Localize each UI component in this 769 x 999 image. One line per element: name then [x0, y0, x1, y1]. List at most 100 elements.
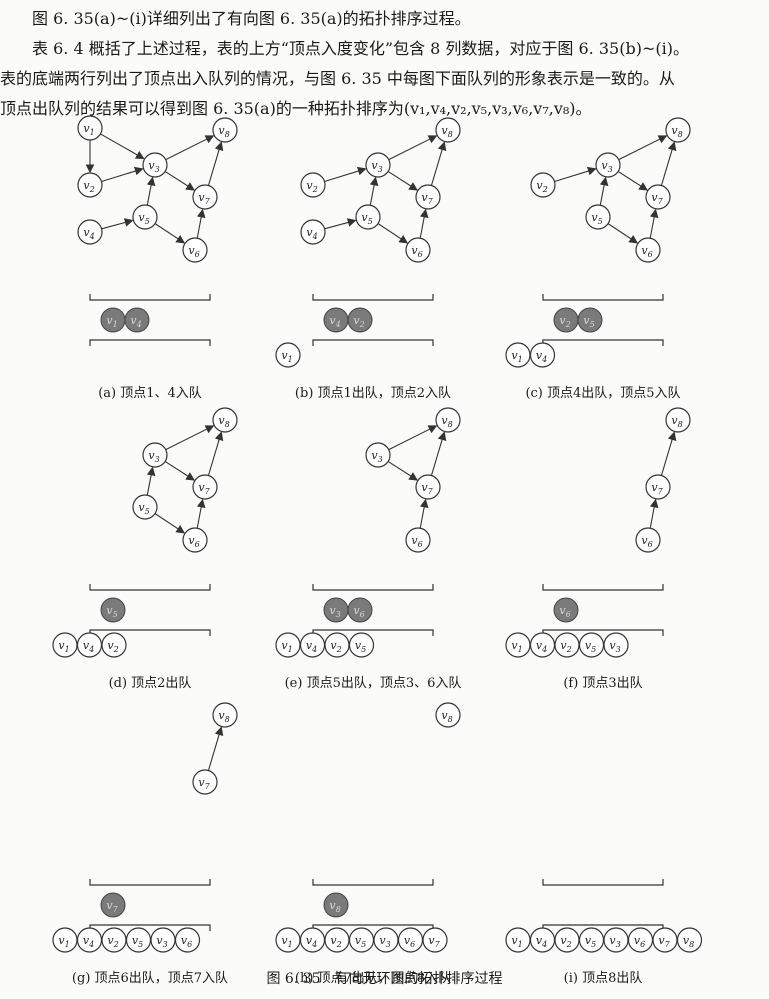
- edge-7-8: [207, 141, 224, 186]
- edge-7-8: [430, 141, 447, 186]
- vertex-node: [355, 204, 381, 230]
- vertex-label: v3: [371, 159, 382, 174]
- queue-top-bracket: [89, 294, 211, 301]
- edge-7-8: [207, 431, 224, 476]
- output-item-label: v2: [107, 639, 118, 654]
- vertex-node: [645, 184, 671, 210]
- vertex-node: [132, 204, 158, 230]
- output-item-label: v4: [83, 639, 94, 654]
- vertex-node: [415, 474, 441, 500]
- output-item-label: v1: [511, 349, 522, 364]
- vertex-label: v5: [138, 501, 149, 516]
- panel-caption: (i) 顶点8出队: [563, 971, 643, 986]
- queue-top-bracket: [89, 879, 211, 886]
- vertex-node: [212, 407, 238, 433]
- edge-3-8: [618, 135, 668, 161]
- vertex-label: v3: [148, 159, 159, 174]
- edge-6-7: [649, 208, 659, 239]
- queue-top-bracket: [89, 584, 211, 591]
- queue-item-label: v6: [559, 604, 570, 619]
- vertex-node: [635, 527, 661, 553]
- edge-3-8: [388, 135, 438, 161]
- vertex-label: v8: [671, 414, 682, 429]
- vertex-label: v8: [218, 709, 229, 724]
- output-item-label: v8: [683, 934, 694, 949]
- vertex-node: [415, 184, 441, 210]
- vertex-node: [530, 172, 556, 198]
- output-item-label: v2: [107, 934, 118, 949]
- vertex-node: [77, 115, 103, 141]
- vertex-label: v6: [641, 534, 652, 549]
- queue-item-label: v2: [353, 314, 364, 329]
- edge-5-3: [369, 176, 379, 206]
- vertex-label: v8: [441, 709, 452, 724]
- output-item: [101, 632, 127, 658]
- edge-7-8: [430, 431, 447, 476]
- output-item-label: v5: [355, 934, 366, 949]
- vertex-node: [192, 474, 218, 500]
- vertex-label: v2: [536, 179, 547, 194]
- output-item: [529, 342, 556, 368]
- queue-item: [100, 597, 126, 623]
- vertex-node: [77, 172, 103, 198]
- vertex-label: v3: [371, 449, 382, 464]
- edge-3-7: [164, 171, 195, 191]
- queue-item-label: v5: [106, 604, 117, 619]
- queue-top-bracket: [312, 294, 434, 301]
- vertex-label: v6: [188, 244, 199, 259]
- text-line-2: 表 6. 4 概括了上述过程，表的上方“顶点入度变化”包含 8 列数据，对应于图…: [32, 39, 689, 58]
- output-item: [348, 632, 375, 658]
- edge-6-7: [419, 208, 429, 239]
- output-item-label: v3: [156, 934, 167, 949]
- vertex-node: [182, 237, 208, 263]
- vertex-label: v4: [306, 226, 317, 241]
- queue-item-label: v2: [559, 314, 570, 329]
- queue-item-label: v1: [106, 314, 117, 329]
- panel-caption: (h) 顶点7出队，顶点8入队: [294, 971, 452, 986]
- queue-top-bracket: [312, 879, 434, 886]
- queue-item: [347, 307, 373, 333]
- panel-caption: (b) 顶点1出队，顶点2入队: [294, 386, 452, 401]
- queue-item: [124, 307, 150, 333]
- output-item: [603, 632, 629, 658]
- vertex-node: [365, 442, 391, 468]
- output-item-label: v6: [181, 934, 192, 949]
- output-item-label: v1: [281, 934, 292, 949]
- queue-item: [553, 597, 579, 623]
- queue-bottom-bracket: [542, 339, 664, 346]
- edge-2-3: [554, 166, 597, 182]
- edge-3-7: [617, 171, 648, 191]
- vertex-label: v4: [83, 226, 94, 241]
- edge-7-8: [660, 431, 677, 476]
- output-item-label: v4: [306, 639, 317, 654]
- vertex-node: [132, 494, 158, 520]
- queue-item-label: v4: [329, 314, 340, 329]
- vertex-label: v5: [591, 211, 602, 226]
- output-item-label: v4: [306, 934, 317, 949]
- queue-item-label: v6: [353, 604, 364, 619]
- output-item-label: v1: [281, 639, 292, 654]
- queue-top-bracket: [312, 584, 434, 591]
- output-item-label: v2: [560, 934, 571, 949]
- panel-caption: (c) 顶点4出队，顶点5入队: [525, 386, 681, 401]
- output-item-label: v4: [536, 349, 547, 364]
- vertex-label: v6: [641, 244, 652, 259]
- queue-top-bracket: [542, 879, 664, 886]
- edge-5-3: [146, 466, 156, 496]
- output-item: [676, 927, 703, 953]
- queue-item-label: v5: [583, 314, 594, 329]
- edge-3-8: [165, 425, 215, 451]
- vertex-node: [182, 527, 208, 553]
- edge-6-7: [649, 498, 659, 529]
- queue-top-bracket: [542, 584, 664, 591]
- vertex-label: v8: [218, 414, 229, 429]
- edge-5-3: [146, 176, 156, 206]
- panel-caption: (g) 顶点6出队，顶点7入队: [71, 971, 229, 986]
- edge-6-7: [196, 498, 206, 529]
- vertex-node: [212, 702, 238, 728]
- vertex-node: [635, 237, 661, 263]
- vertex-node: [142, 442, 168, 468]
